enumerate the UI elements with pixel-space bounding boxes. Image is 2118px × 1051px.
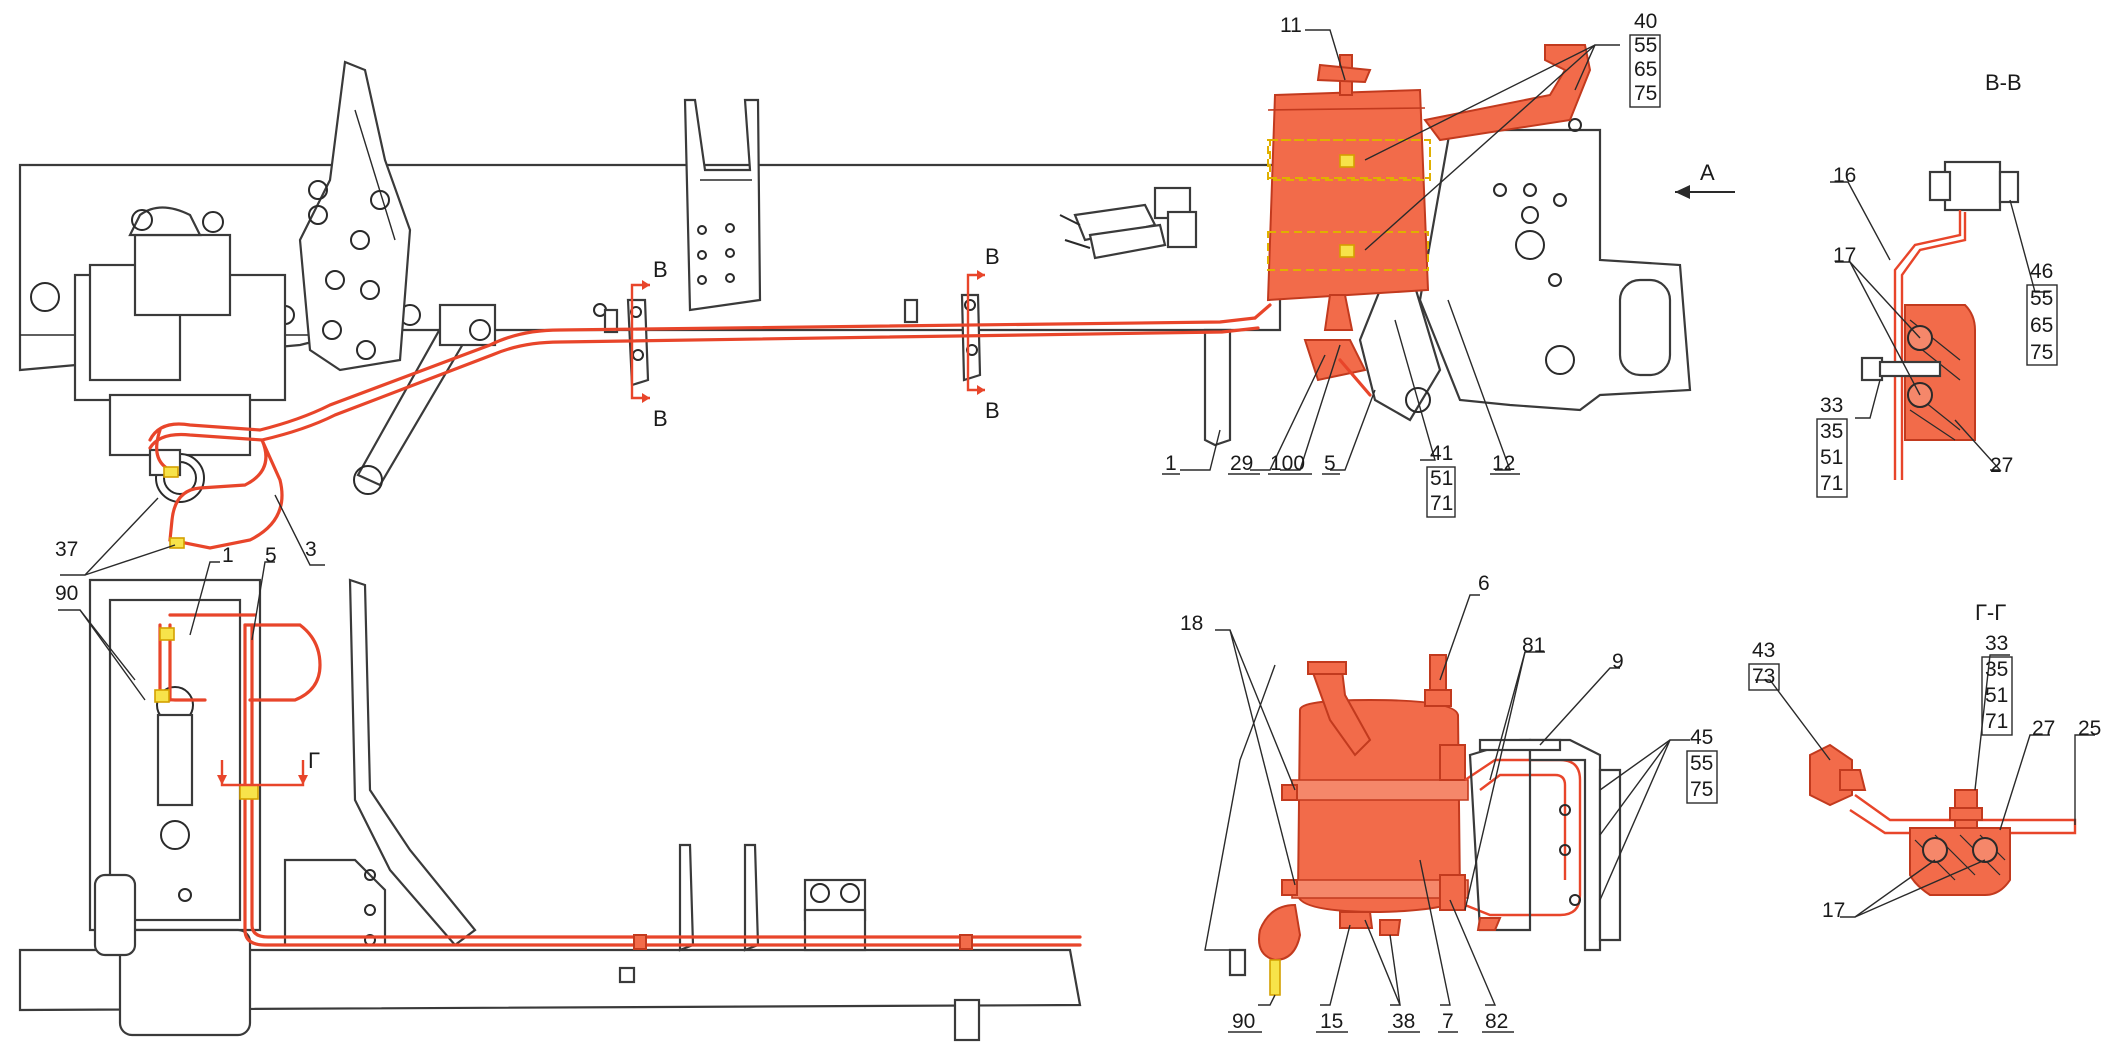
section-bb: В-В [1860,70,2022,480]
callout-90: 90 [55,582,78,605]
callout-46-65: 65 [2030,314,2053,337]
callout-46: 46 [2030,260,2053,283]
callout-27: 27 [1990,454,2013,477]
bottom-frame-rail [18,578,1082,1042]
view-a-tank-detail [1204,654,1622,996]
bottom-engine-mount [88,578,262,1037]
section-gg-title: Г-Г [1975,600,2006,625]
callout-25: 25 [2078,717,2101,740]
air-pipes-top [148,303,1272,550]
callout-17: 17 [1833,244,1856,267]
section-b-marker-1: В [653,257,668,282]
air-pipes-bottom [158,613,1082,947]
view-a-arrow: А [1675,160,1735,199]
callout-17b: 17 [1822,899,1845,922]
callout-33-35: 35 [1820,420,1843,443]
pipe-clamps-top [163,466,185,549]
callout-12: 12 [1492,452,1515,475]
callout-7: 7 [1442,1010,1454,1033]
callout-33b-71: 71 [1985,710,2008,733]
callout-5: 5 [1324,452,1336,475]
callout-27b: 27 [2032,717,2055,740]
callout-1-bottom: 1 [222,544,234,567]
callout-41-51: 51 [1430,467,1453,490]
pipe-clamps-bottom [154,627,973,950]
callout-45: 45 [1690,726,1713,749]
callout-40: 40 [1634,10,1657,33]
callout-41: 41 [1430,442,1453,465]
section-gg: Г-Г [1809,600,2077,896]
section-b-marker-4: В [985,398,1000,423]
bottom-brackets [283,843,867,952]
callout-45-75: 75 [1690,778,1713,801]
section-g-marker: Г [308,748,320,773]
front-engine-mount [73,206,287,503]
callout-33b-35: 35 [1985,658,2008,681]
section-bb-title: В-В [1985,70,2022,95]
callout-33b-51: 51 [1985,684,2008,707]
callout-46-55: 55 [2030,287,2053,310]
callout-37: 37 [55,538,78,561]
tank-straps-top [1267,139,1431,181]
callout-labels: 11 40 55 65 75 1 29 100 5 41 51 71 12 37… [55,10,2101,1033]
callout-40-65: 65 [1634,58,1657,81]
callout-46-75: 75 [2030,341,2053,364]
callout-18: 18 [1180,612,1203,635]
callout-underlines [1162,473,1520,1033]
electrical-connectors [1059,186,1198,260]
section-cut-g: Г [217,748,320,787]
section-cut-b-right: В В [966,244,1000,423]
callout-100: 100 [1270,452,1305,475]
callout-45-55: 55 [1690,752,1713,775]
callout-16: 16 [1833,164,1856,187]
callout-33b: 33 [1985,632,2008,655]
callout-43-73: 73 [1752,665,1775,688]
air-tank-top [1266,44,1592,397]
cab-suspension-bracket [298,60,412,372]
callout-11: 11 [1280,14,1302,37]
section-b-marker-2: В [653,406,668,431]
callout-33-71: 71 [1820,472,1843,495]
section-b-marker-3: В [985,244,1000,269]
callout-5-bottom: 5 [265,544,277,567]
callout-82: 82 [1485,1010,1508,1033]
callout-43: 43 [1752,639,1775,662]
pipe-brackets-top [603,293,1232,447]
callout-3: 3 [305,538,317,561]
callout-41-71: 71 [1430,492,1453,515]
callout-40-75: 75 [1634,82,1657,105]
callout-90-bottom: 90 [1232,1010,1255,1033]
callout-38: 38 [1392,1010,1415,1033]
view-a-label: А [1700,160,1715,185]
callout-29: 29 [1230,452,1253,475]
callout-40-55: 55 [1634,34,1657,57]
callout-1: 1 [1165,452,1177,475]
callout-81: 81 [1522,634,1545,657]
tank-support-bracket [1358,118,1692,422]
callout-33-51: 51 [1820,446,1843,469]
callout-33: 33 [1820,394,1843,417]
callout-15: 15 [1320,1010,1343,1033]
leader-lines [58,29,2095,1006]
section-cut-b-left: В В [630,257,668,431]
callout-6: 6 [1478,572,1490,595]
step-ladder [683,98,762,312]
callout-9: 9 [1612,650,1624,673]
